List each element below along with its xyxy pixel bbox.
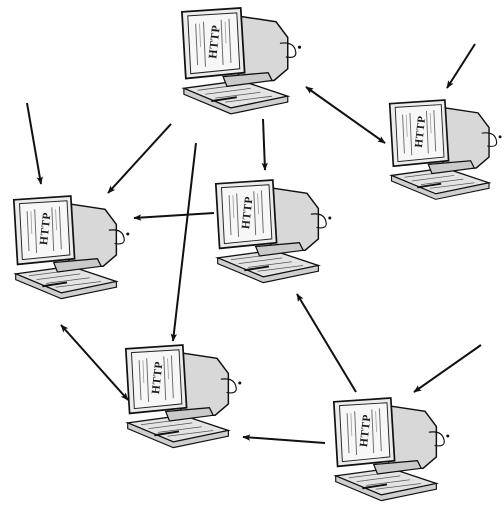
computer-bottom-right: HTTP	[332, 397, 451, 502]
arrow-top-to-bottom-left	[170, 142, 197, 342]
computer-top: HTTP	[180, 7, 303, 115]
computer-top-screen-label: HTTP	[206, 24, 222, 59]
computer-bottom-left-screen-label: HTTP	[150, 361, 165, 395]
computer-right: HTTP	[388, 99, 503, 201]
computer-center: HTTP	[214, 179, 333, 284]
computer-bottom-right-screen-label: HTTP	[358, 414, 373, 448]
computer-left: HTTP	[12, 195, 131, 300]
arrow-bottom-right-to-bottom-left	[242, 434, 326, 444]
arrow-top-to-left	[107, 123, 172, 194]
computer-right-screen-label: HTTP	[413, 115, 428, 148]
arrow-top-right-bidirectional	[305, 86, 386, 144]
connections	[26, 43, 482, 444]
arrow-center-to-left	[133, 212, 215, 221]
computer-bottom-left: HTTP	[124, 344, 243, 449]
arrow-bottom-right-to-center	[296, 293, 357, 393]
computer-center-screen-label: HTTP	[240, 196, 255, 230]
arrow-external-to-bottom-right	[413, 344, 482, 393]
arrow-top-to-center	[261, 118, 268, 171]
arrow-external-to-right	[446, 43, 476, 89]
arrow-external-to-left	[26, 102, 43, 185]
arrow-left-bottom-left-bidirectional	[60, 324, 129, 401]
computer-left-screen-label: HTTP	[38, 212, 53, 246]
